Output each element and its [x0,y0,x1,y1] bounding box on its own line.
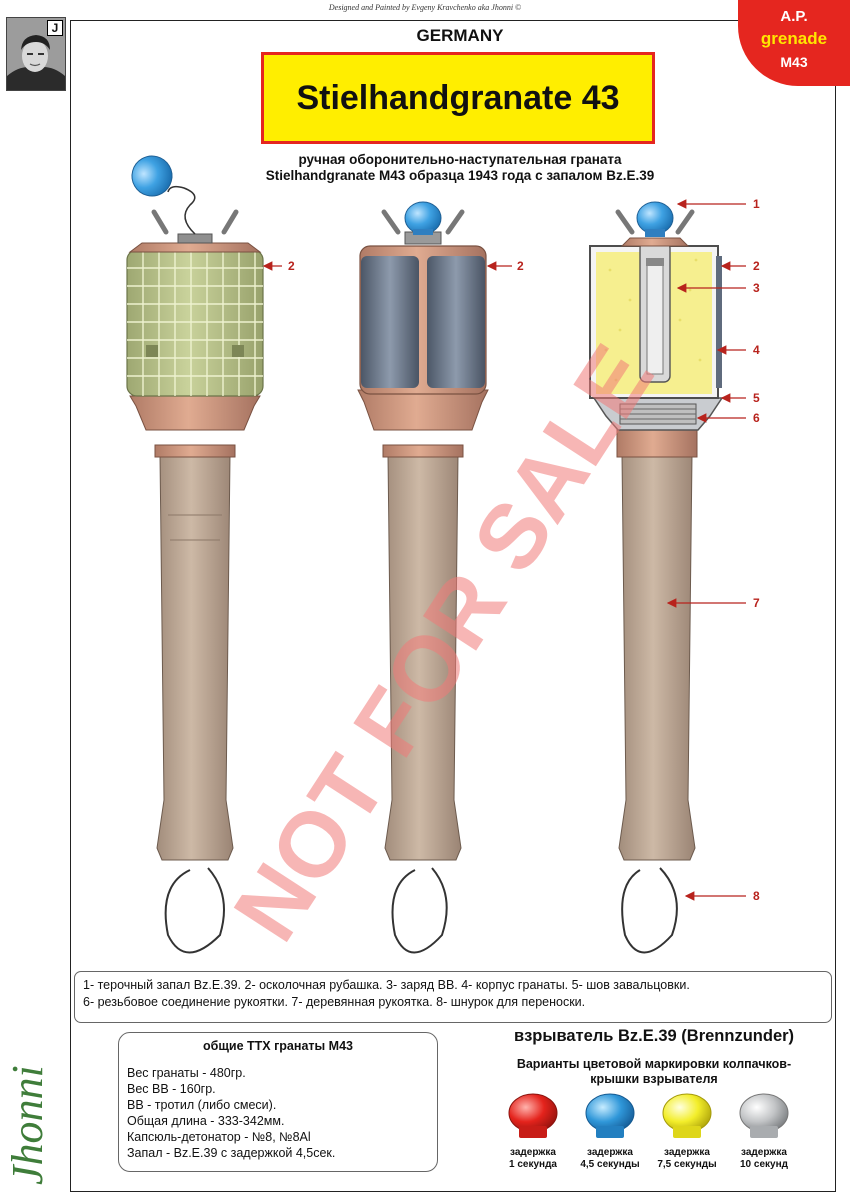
poster-frame [70,20,836,1192]
spec-line: Запал - Bz.E.39 с задержкой 4,5сек. [127,1146,336,1160]
subtitle-line1: ручная оборонительно-наступательная гран… [298,152,622,167]
callout-3: 3 [753,281,760,295]
cap-label-blue: задержка 4,5 секунды [580,1147,640,1170]
callout-4: 4 [753,343,760,357]
wooden-handle [618,454,696,861]
spec-line: Капсюль-детонатор - №8, №8Al [127,1130,311,1144]
callout-1: 1 [753,197,760,211]
portrait-image [7,18,65,90]
carry-cord [164,867,225,954]
base-collar [357,389,489,431]
spec-line: Вес ВВ - 160гр. [127,1082,216,1096]
carry-cord [621,867,678,954]
bail-wire [151,209,239,235]
steel-plate-edge [716,256,722,388]
callout-arrows [262,199,746,901]
callout-8: 8 [753,889,760,903]
cap-label-red: задержка 1 секунда [509,1147,557,1170]
corner-badge-line3: M43 [780,54,808,70]
legend-line1: 1- терочный запал Bz.E.39. 2- осколочная… [83,978,690,992]
steel-plate-left [361,256,419,388]
wooden-handle [156,454,234,861]
carry-cord [391,867,448,954]
callout-2-middle: 2 [517,259,524,273]
callout-2-left: 2 [288,259,295,273]
callout-2-right: 2 [753,259,760,273]
title-box: Stielhandgranate 43 [261,52,655,144]
author-portrait: J [6,17,66,91]
callout-5: 5 [753,391,760,405]
grenade-steel-body [357,201,489,954]
signature-text: Jhonni [3,1065,52,1185]
spec-line: Вес гранаты - 480гр. [127,1066,246,1080]
callout-numbers: 2 2 1 2 3 4 5 6 7 8 [288,197,760,903]
subtitle: ручная оборонительно-наступательная гран… [200,152,720,184]
grenade-with-sleeve [126,155,264,954]
fuze-cap-blue [131,155,173,197]
fuze-title: взрыватель Bz.E.39 (Brennzunder) [513,1027,795,1045]
cap-variants-title-line2: крышки взрывателя [590,1072,718,1086]
callout-6: 6 [753,411,760,425]
page-title: Stielhandgranate 43 [296,78,620,117]
base-collar [129,395,261,431]
spec-line: ВВ - тротил (либо смеси). [127,1098,277,1112]
cap-label-yellow: задержка 7,5 секунды [657,1147,717,1170]
corner-badge-line1: A.P. [780,8,808,25]
country-label: GERMANY [416,26,504,45]
pull-cord [167,185,196,235]
signature-logo: Jhonni [3,1065,52,1185]
cap-label-grey: задержка 10 секунд [740,1147,788,1170]
spec-line: Общая длина - 333-342мм. [127,1114,285,1128]
fragmentation-sleeve [126,249,264,397]
callout-7: 7 [753,596,760,610]
grenade-cutaway [589,201,724,954]
specs-title: общие ТТХ гранаты М43 [203,1039,353,1053]
j-badge: J [47,20,63,36]
cap-variants-title: Варианты цветовой маркировки колпачков- … [478,1057,830,1087]
subtitle-line2: Stielhandgranate M43 образца 1943 года с… [265,168,655,183]
specs-box: общие ТТХ гранаты М43 Вес гранаты - 480г… [118,1032,438,1172]
fuze-body [177,233,213,244]
wooden-handle [384,454,462,861]
cap-variants-title-line1: Варианты цветовой маркировки колпачков- [516,1057,792,1071]
author-credit: Designed and Painted by Evgeny Kravchenk… [328,3,522,12]
parts-legend: 1- терочный запал Bz.E.39. 2- осколочная… [74,971,832,1023]
corner-badge-line2: grenade [760,29,828,48]
legend-line2: 6- резьбовое соединение рукоятки. 7- дер… [83,995,586,1009]
steel-plate-right [427,256,485,388]
handle-collar [154,444,236,458]
